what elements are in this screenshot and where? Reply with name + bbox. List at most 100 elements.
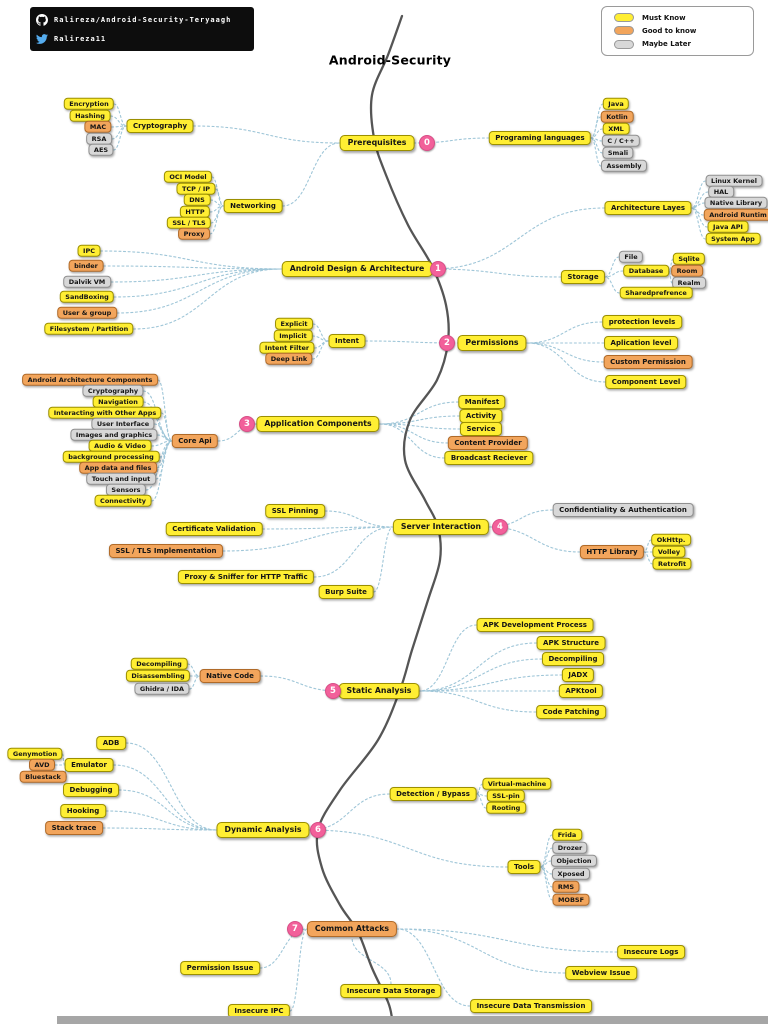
node-assembly: Assembly [600, 159, 648, 173]
node-retrofit: Retrofit [652, 557, 692, 571]
node-nc_disassembling: Disassembling [125, 669, 191, 683]
edge-database [604, 270, 624, 278]
edge-cryptography [192, 125, 341, 144]
edge-sandboxing [113, 268, 283, 298]
node-storage: Storage [560, 269, 606, 285]
edge-binder [102, 265, 283, 270]
node-adb: ADB [96, 735, 126, 751]
node-cert_validation: Certificate Validation [165, 521, 263, 537]
node-ipc: IPC [77, 244, 101, 258]
edge-ghidra [188, 675, 201, 690]
node-room: Room [671, 264, 703, 278]
edge-apk_structure [418, 642, 538, 692]
edge-navigation [142, 401, 173, 442]
node-core_api: Core Api [171, 433, 219, 449]
node-server_interaction: Server Interaction [392, 519, 490, 535]
branch-badge-1: 1 [430, 261, 446, 277]
edge-apk_dev [418, 624, 478, 692]
edge-sqlite [668, 258, 674, 272]
node-code_patching: Code Patching [536, 704, 606, 720]
node-xposed: Xposed [551, 867, 591, 881]
node-objection: Objection [550, 854, 598, 868]
twitter-handle[interactable]: Ralireza11 [36, 33, 248, 45]
node-connectivity: Connectivity [94, 494, 152, 508]
github-icon [36, 13, 48, 26]
node-burp: Burp Suite [318, 584, 374, 600]
node-ssl_pinning: SSL Pinning [265, 503, 325, 519]
node-java_api: Java API [707, 220, 749, 234]
node-service: Service [459, 421, 503, 437]
node-tools: Tools [507, 859, 541, 875]
edge-assembly [590, 137, 602, 167]
node-volley: Volley [652, 545, 686, 559]
node-component_level: Component Level [605, 374, 687, 390]
node-insecure_transmission: Insecure Data Transmission [470, 998, 592, 1014]
node-ssl_tls_impl: SSL / TLS Implementation [108, 543, 224, 559]
node-static_analysis: Static Analysis [338, 683, 420, 699]
legend-label: Must Know [642, 13, 686, 22]
edge-drozer [539, 847, 554, 868]
node-android_runtime: Android Runtim [703, 208, 768, 222]
node-implicit: Implicit [273, 329, 313, 343]
edge-ipc [99, 250, 283, 270]
legend-label: Maybe Later [642, 40, 691, 49]
legend-item-2: Maybe Later [614, 39, 741, 49]
branch-badge-0: 0 [419, 135, 435, 151]
branch-badge-2: 2 [439, 335, 455, 351]
node-proxy: Proxy [178, 227, 210, 241]
bottom-scrollbar-track[interactable] [57, 1016, 768, 1024]
legend-swatch-icon [614, 39, 634, 49]
node-binder: binder [68, 259, 104, 273]
node-java: Java [602, 97, 630, 111]
edge-usergroup [116, 268, 283, 314]
node-decompiling2: Decompiling [541, 651, 605, 667]
node-common_attacks: Common Attacks [306, 921, 398, 937]
edge-stack_trace [102, 827, 218, 831]
node-broadcast_receiver: Broadcast Reciever [444, 450, 534, 466]
branch-badge-3: 3 [239, 416, 255, 432]
node-smali: Smali [602, 146, 634, 160]
edge-hooking [105, 810, 218, 831]
node-bluestack: Bluestack [19, 770, 67, 784]
legend-item-1: Good to know [614, 26, 741, 36]
edge-hal [690, 191, 709, 209]
node-aes: AES [88, 143, 114, 157]
edge-okhttp [643, 539, 652, 553]
node-webview_issue: Webview Issue [565, 965, 637, 981]
node-sharedpref: Sharedprefrence [619, 286, 693, 300]
node-deep_link: Deep Link [265, 352, 313, 366]
edge-xml [590, 128, 604, 139]
node-encryption: Encryption [63, 97, 115, 111]
edge-webview_issue [396, 928, 566, 974]
edge-connectivity [150, 440, 173, 502]
edge-emulator [112, 764, 218, 831]
edge-debugging [118, 789, 218, 831]
edge-interacting [160, 412, 173, 442]
node-oci: OCI Model [163, 170, 213, 184]
node-sqlite: Sqlite [672, 252, 706, 266]
node-native_code: Native Code [199, 668, 261, 684]
edge-nc_decompiling [186, 663, 201, 677]
node-sandboxing: SandBoxing [59, 290, 115, 304]
edge-broadcast_receiver [378, 423, 446, 459]
node-emulator: Emulator [64, 757, 114, 773]
node-apktool: APKtool [558, 683, 604, 699]
edge-retrofit [643, 551, 654, 565]
github-handle[interactable]: Ralireza/Android-Security-Teryaagh [36, 13, 248, 26]
edge-mobsf [539, 866, 554, 901]
edge-aes [112, 125, 128, 151]
edge-jadx [418, 674, 563, 692]
edge-service [378, 423, 461, 430]
edge-linux_kernel [690, 180, 707, 209]
node-detection_bypass: Detection / Bypass [389, 786, 477, 802]
edge-ssl_pin [475, 793, 488, 797]
edge-implicit [311, 335, 330, 342]
node-usergroup: User & group [57, 306, 117, 320]
node-frida: Frida [552, 828, 582, 842]
edge-sharedpref [604, 276, 621, 294]
node-apk_structure: APK Structure [536, 635, 606, 651]
edge-tcpip [214, 188, 225, 207]
twitter-handle-text: Ralireza11 [54, 34, 107, 43]
